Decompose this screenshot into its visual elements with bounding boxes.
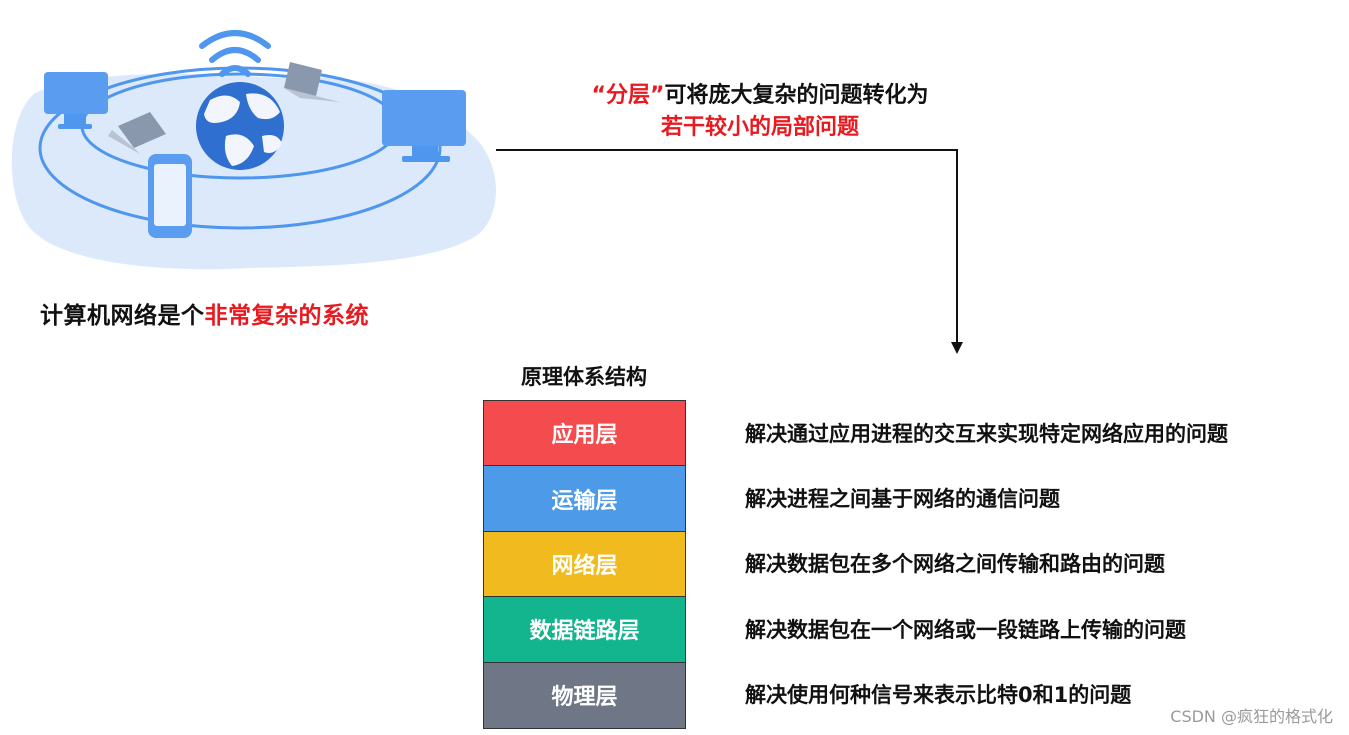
architecture-title: 原理体系结构: [484, 361, 684, 391]
watermark: CSDN @疯狂的格式化: [1170, 703, 1333, 727]
layer-network: 网络层: [484, 532, 685, 597]
layer-descriptions: 解决通过应用进程的交互来实现特定网络应用的问题 解决进程之间基于网络的通信问题 …: [745, 400, 1345, 727]
layer-transport: 运输层: [484, 466, 685, 531]
desc-network: 解决数据包在多个网络之间传输和路由的问题: [745, 531, 1345, 596]
layer-application: 应用层: [484, 401, 685, 466]
layer-data-link: 数据链路层: [484, 597, 685, 662]
layer-physical: 物理层: [484, 663, 685, 728]
layer-stack: 应用层 运输层 网络层 数据链路层 物理层: [483, 400, 686, 729]
desc-transport: 解决进程之间基于网络的通信问题: [745, 465, 1345, 530]
desc-data-link: 解决数据包在一个网络或一段链路上传输的问题: [745, 596, 1345, 661]
desc-application: 解决通过应用进程的交互来实现特定网络应用的问题: [745, 400, 1345, 465]
